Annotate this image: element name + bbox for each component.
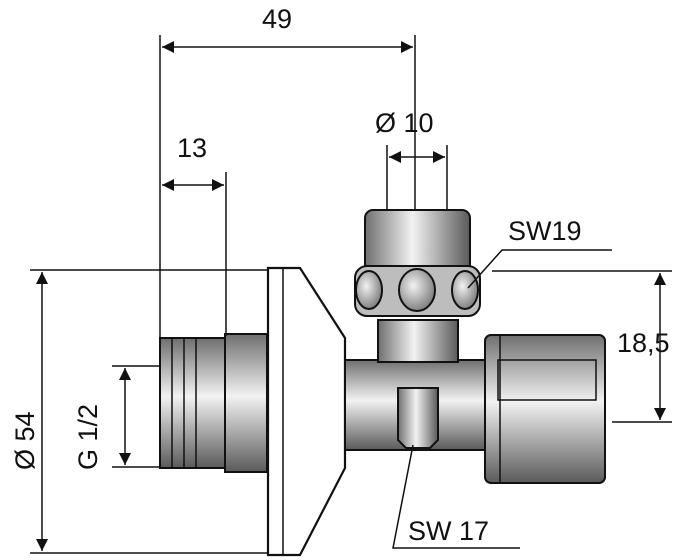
cap-top [364, 209, 471, 273]
cap-grip-left [355, 270, 383, 310]
dim-outlet-offset: 18,5 [492, 270, 672, 423]
thread-spigot [159, 337, 226, 469]
inlet-collar [224, 333, 268, 473]
valve-stem [377, 319, 459, 363]
leader-wrench-size-body: SW 17 [392, 444, 520, 549]
dim-rosette-diameter: Ø 54 [10, 269, 268, 554]
label-thread-size: G 1/2 [73, 404, 103, 470]
dim-overall-length: 49 [159, 4, 416, 340]
sw17-hex [397, 387, 439, 449]
dim-thread-size: G 1/2 [73, 365, 160, 470]
label-outlet-offset: 18,5 [617, 328, 670, 358]
label-outlet-diameter: Ø 10 [375, 108, 434, 138]
label-rosette-diameter: Ø 54 [10, 411, 40, 470]
label-wrench-size-cap: SW19 [508, 216, 582, 246]
dim-thread-length: 13 [162, 133, 227, 336]
label-thread-length: 13 [177, 133, 207, 163]
cap-grip-center [398, 268, 436, 312]
outlet-nut [484, 334, 606, 484]
label-wrench-size-body: SW 17 [408, 516, 489, 546]
leader-wrench-size-cap: SW19 [467, 216, 612, 289]
dim-outlet-diameter: Ø 10 [375, 108, 448, 210]
rosette [266, 266, 347, 557]
valve-body [159, 209, 606, 557]
cap-grip-right [451, 270, 479, 310]
label-overall-length: 49 [262, 4, 292, 34]
